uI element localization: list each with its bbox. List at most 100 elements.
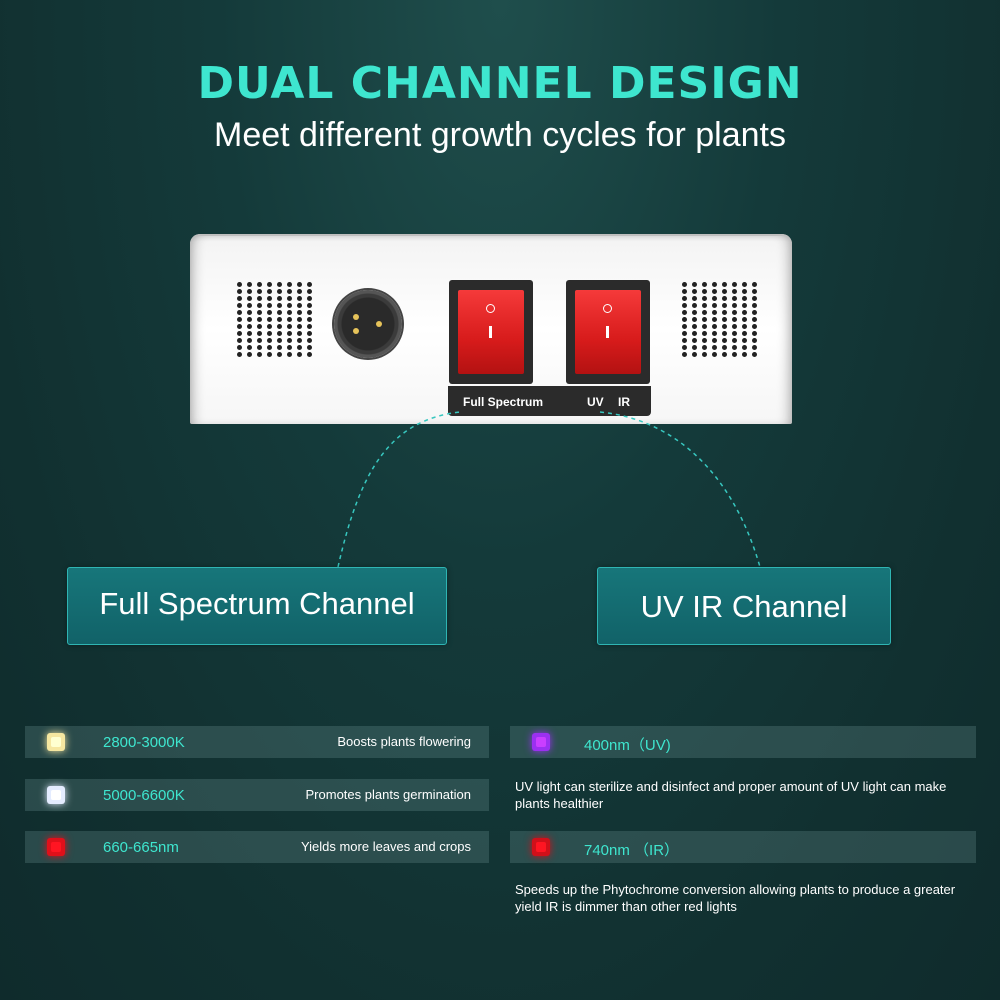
vent-hole xyxy=(732,338,737,343)
vent-hole xyxy=(257,352,262,357)
vent-hole xyxy=(722,282,727,287)
switch-label-bar: Full Spectrum UV IR xyxy=(448,386,651,416)
vent-hole xyxy=(732,352,737,357)
vent-hole xyxy=(267,289,272,294)
vent-hole xyxy=(732,303,737,308)
vent-hole xyxy=(742,331,747,336)
vent-hole xyxy=(277,345,282,350)
vent-hole xyxy=(722,317,727,322)
vent-hole xyxy=(237,310,242,315)
vent-hole xyxy=(702,331,707,336)
vent-hole xyxy=(277,289,282,294)
vent-hole xyxy=(692,289,697,294)
vent-hole xyxy=(237,282,242,287)
vent-hole xyxy=(702,338,707,343)
full-spectrum-channel-box: Full Spectrum Channel xyxy=(67,567,447,645)
vent-hole xyxy=(307,317,312,322)
vent-hole xyxy=(742,282,747,287)
vent-hole xyxy=(692,352,697,357)
vent-hole xyxy=(297,317,302,322)
vent-hole xyxy=(277,296,282,301)
vent-hole xyxy=(742,345,747,350)
spectrum-row-desc: Promotes plants germination xyxy=(305,787,471,802)
vent-hole xyxy=(307,296,312,301)
vent-hole xyxy=(752,289,757,294)
uv-led-icon xyxy=(532,733,550,751)
spectrum-row-label: 2800-3000K xyxy=(103,734,185,751)
ir-row-label: 740nm （IR） xyxy=(584,842,680,859)
vent-hole xyxy=(267,282,272,287)
vent-hole xyxy=(297,303,302,308)
vent-hole xyxy=(682,303,687,308)
vent-hole xyxy=(732,296,737,301)
vent-hole xyxy=(247,352,252,357)
vent-hole xyxy=(287,317,292,322)
vent-hole xyxy=(752,345,757,350)
uv-ir-channel-box: UV IR Channel xyxy=(597,567,891,645)
vent-hole xyxy=(742,289,747,294)
vent-hole xyxy=(287,303,292,308)
ir-switch-label: IR xyxy=(618,395,630,409)
uv-switch-label: UV xyxy=(587,395,604,409)
vent-hole xyxy=(692,282,697,287)
vent-hole xyxy=(297,289,302,294)
vent-hole xyxy=(297,324,302,329)
power-connector-icon xyxy=(334,290,402,358)
vent-hole xyxy=(307,289,312,294)
vent-hole xyxy=(247,345,252,350)
vent-hole xyxy=(692,338,697,343)
vent-hole xyxy=(752,317,757,322)
vent-hole xyxy=(752,324,757,329)
vent-hole xyxy=(297,310,302,315)
vent-hole xyxy=(257,289,262,294)
vent-hole xyxy=(682,289,687,294)
vent-hole xyxy=(247,289,252,294)
vent-hole xyxy=(287,310,292,315)
vent-hole xyxy=(307,352,312,357)
vent-hole xyxy=(732,331,737,336)
vent-hole xyxy=(702,310,707,315)
vent-hole xyxy=(237,296,242,301)
vent-hole xyxy=(267,296,272,301)
vent-hole xyxy=(287,282,292,287)
vent-hole xyxy=(722,310,727,315)
vent-hole xyxy=(712,331,717,336)
vent-hole xyxy=(722,338,727,343)
vent-hole xyxy=(237,338,242,343)
spectrum-row-label: 5000-6600K xyxy=(103,787,185,804)
vent-hole xyxy=(752,282,757,287)
vent-hole xyxy=(287,352,292,357)
vent-hole xyxy=(682,324,687,329)
vent-hole xyxy=(287,331,292,336)
vent-hole xyxy=(257,310,262,315)
vent-hole xyxy=(692,317,697,322)
vent-hole xyxy=(307,310,312,315)
vent-hole xyxy=(267,324,272,329)
vent-hole xyxy=(732,289,737,294)
vent-hole xyxy=(682,310,687,315)
vent-hole xyxy=(712,289,717,294)
vent-hole xyxy=(692,303,697,308)
spectrum-row-desc: Boosts plants flowering xyxy=(337,734,471,749)
vent-hole xyxy=(682,331,687,336)
vent-hole xyxy=(712,338,717,343)
spectrum-row-2: 5000-6600K Promotes plants germination xyxy=(25,779,489,811)
vent-hole xyxy=(277,324,282,329)
vent-hole xyxy=(702,296,707,301)
uv-ir-switch[interactable] xyxy=(566,280,650,384)
vent-hole xyxy=(712,317,717,322)
vent-hole xyxy=(277,352,282,357)
vent-hole xyxy=(267,338,272,343)
vent-hole xyxy=(692,324,697,329)
vent-hole xyxy=(277,331,282,336)
vent-hole xyxy=(752,310,757,315)
vent-hole xyxy=(287,289,292,294)
vent-hole xyxy=(742,338,747,343)
vent-hole xyxy=(702,289,707,294)
vent-hole xyxy=(287,296,292,301)
vent-hole xyxy=(247,331,252,336)
vent-hole xyxy=(742,352,747,357)
vent-hole xyxy=(722,345,727,350)
full-spectrum-switch[interactable] xyxy=(449,280,533,384)
